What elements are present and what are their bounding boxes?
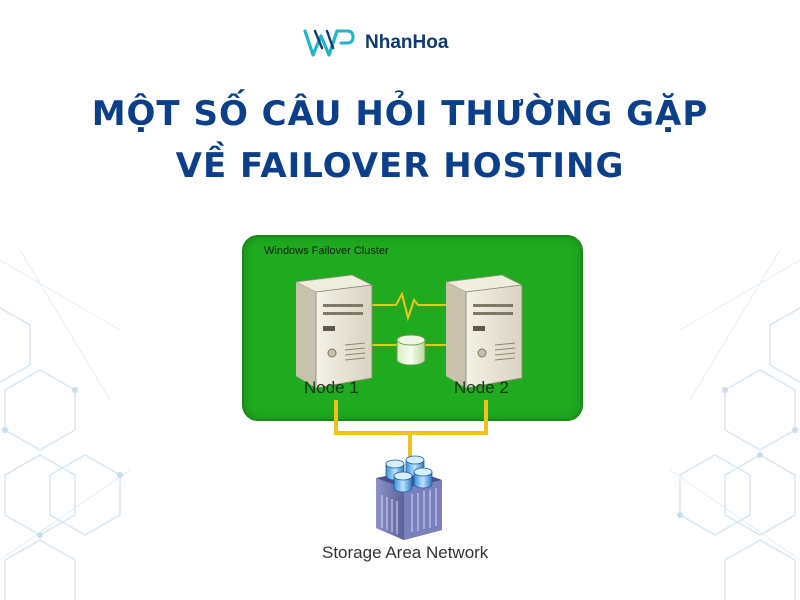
server-icon-node-1 [294, 274, 374, 389]
page-title-line-2: VỀ FAILOVER HOSTING [175, 146, 625, 186]
server-icon-node-2 [444, 274, 524, 389]
page-title-line-1: MỘT SỐ CÂU HỎI THƯỜNG GẶP [91, 94, 709, 134]
node-1-label: Node 1 [304, 378, 359, 397]
node-2-label: Node 2 [454, 378, 509, 397]
nhanhoa-logo-icon [303, 29, 355, 57]
storage-array-icon [376, 455, 442, 540]
brand-logo: NhanHoa [303, 26, 448, 60]
storage-area-network-label: Storage Area Network [322, 543, 489, 562]
database-icon [396, 334, 426, 366]
cluster-label: Windows Failover Cluster [264, 245, 389, 257]
brand-name: NhanHoa [365, 32, 449, 53]
